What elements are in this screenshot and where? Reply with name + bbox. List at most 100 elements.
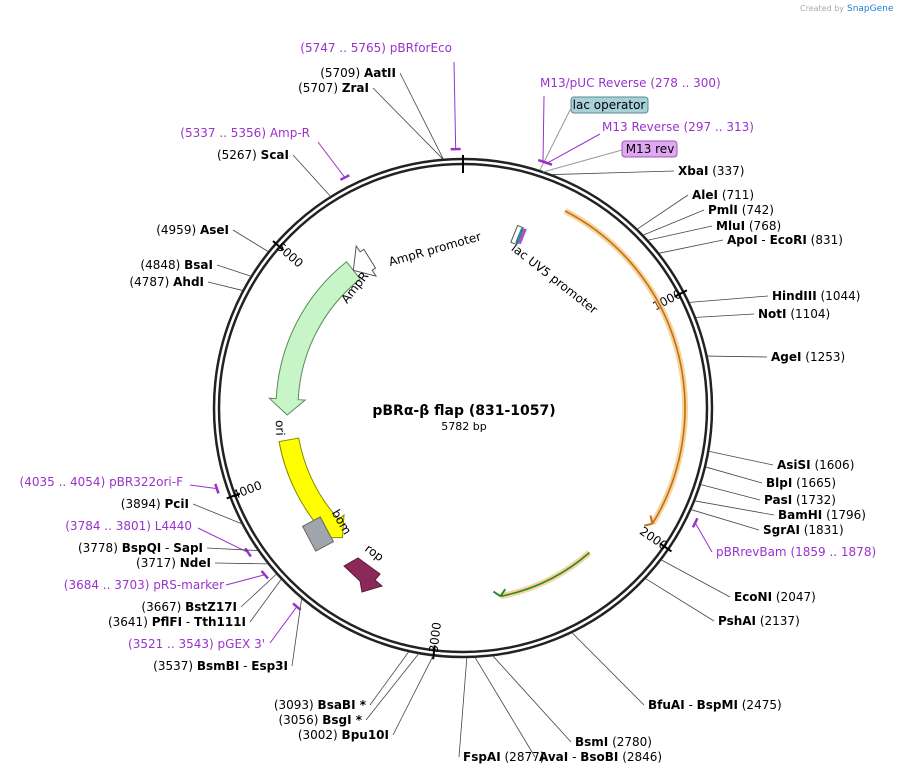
site-leader	[645, 578, 715, 622]
primer-label: (3684 .. 3703) pRS-marker	[64, 578, 224, 592]
tick-mark	[659, 542, 673, 553]
site-enzyme-name: AseI	[200, 223, 229, 237]
insert-arc-head	[643, 515, 654, 527]
primer-leader	[317, 141, 346, 178]
site-enzyme-name: BsaBI *	[318, 698, 367, 712]
site-enzyme-name: Tth111I	[194, 615, 246, 629]
tick-mark	[674, 289, 688, 298]
site-enzyme-name: BsoBI	[580, 750, 618, 764]
site-label: XbaI (337)	[678, 164, 745, 178]
site-position: (1665)	[792, 476, 836, 490]
site-position: -	[182, 615, 194, 629]
site-label: (5709) AatII	[320, 66, 396, 80]
site-enzyme-name: PshAI	[718, 614, 756, 628]
site-label: (3778) BspQI - SapI	[78, 541, 203, 555]
ori-arrow	[278, 437, 345, 539]
site-leader	[705, 466, 763, 484]
site-leader	[637, 194, 689, 230]
primer-leader	[197, 527, 249, 553]
primer-label: (5337 .. 5356) Amp-R	[180, 126, 310, 140]
site-position: (2047)	[772, 590, 816, 604]
primer-range: (297 .. 313)	[684, 120, 754, 134]
site-position: (1831)	[800, 523, 844, 537]
rop-label: rop	[362, 541, 386, 564]
site-position: -	[758, 233, 770, 247]
site-label: HindIII (1044)	[772, 289, 860, 303]
primer-range: (3521 .. 3543)	[128, 637, 218, 651]
site-label: (3717) NdeI	[136, 556, 211, 570]
site-enzyme-name: PmlI	[708, 203, 738, 217]
primer-range: (3784 .. 3801)	[65, 519, 155, 533]
site-enzyme-name: ScaI	[261, 148, 289, 162]
site-position: (2137)	[756, 614, 800, 628]
site-label: MluI (768)	[716, 219, 781, 233]
site-label: PshAI (2137)	[718, 614, 800, 628]
site-enzyme-name: NdeI	[180, 556, 211, 570]
site-label: ApoI - EcoRI (831)	[727, 233, 843, 247]
site-position: (3002)	[298, 728, 342, 742]
ampr-arrow	[267, 261, 361, 416]
site-position: (5709)	[320, 66, 364, 80]
site-position: (337)	[708, 164, 744, 178]
primer-leader	[453, 61, 457, 150]
site-position: (3537)	[153, 659, 197, 673]
ampr-promoter-label: AmpR promoter	[387, 229, 483, 269]
site-leader	[214, 562, 268, 565]
insert-arc	[564, 210, 686, 525]
site-position: (5707)	[298, 81, 342, 95]
site-position: (3667)	[141, 600, 185, 614]
plasmid-name: pBRα-β flap (831-1057)	[372, 403, 555, 419]
site-position: (711)	[718, 188, 754, 202]
site-position: (2846)	[618, 750, 662, 764]
site-enzyme-name: AsiSI	[777, 458, 811, 472]
primer-label: (3521 .. 3543) pGEX 3'	[128, 637, 265, 651]
site-enzyme-name: Bpu10I	[342, 728, 389, 742]
site-enzyme-name: HindIII	[772, 289, 817, 303]
site-enzyme-name: BsmI	[575, 735, 608, 749]
primer-leader	[542, 95, 545, 162]
site-position: (1253)	[801, 350, 845, 364]
site-enzyme-name: BsmBI	[197, 659, 239, 673]
primer-leader	[547, 133, 601, 164]
site-label: FspAI (2877)	[463, 750, 544, 764]
site-leader	[552, 170, 675, 175]
plasmid-size: 5782 bp	[441, 420, 486, 433]
site-enzyme-name: XbaI	[678, 164, 708, 178]
primer-leader	[269, 606, 298, 644]
site-leader	[369, 651, 409, 706]
primer-range: (5747 .. 5765)	[300, 41, 390, 55]
site-leader	[206, 547, 258, 551]
site-enzyme-name: NotI	[758, 307, 787, 321]
credit-prefix: Created by	[800, 4, 844, 13]
site-label: BlpI (1665)	[766, 476, 836, 490]
primer-label: M13/pUC Reverse (278 .. 300)	[540, 76, 721, 90]
site-enzyme-name: ZraI	[342, 81, 369, 95]
snapgene-credit: Created by SnapGene	[800, 4, 894, 14]
insert-arc-head	[492, 588, 507, 598]
site-leader	[700, 484, 761, 501]
site-enzyme-name: BspQI	[122, 541, 162, 555]
insert-arc-halo	[563, 208, 689, 526]
site-leader	[291, 598, 302, 667]
site-position: (2475)	[738, 698, 782, 712]
site-enzyme-name: EcoRI	[770, 233, 807, 247]
primer-name: pRS-marker	[153, 578, 224, 592]
site-label: EcoNI (2047)	[734, 590, 816, 604]
primer-name: L4440	[155, 519, 192, 533]
site-label: (3641) PflFI - Tth111I	[108, 615, 246, 629]
m13-rev-tag-label: M13 rev	[626, 142, 675, 156]
site-enzyme-name: AvaI	[539, 750, 568, 764]
site-position: (4848)	[140, 258, 184, 272]
site-enzyme-name: PciI	[165, 497, 190, 511]
site-position: -	[685, 698, 697, 712]
primer-leader	[225, 574, 265, 586]
primer-name: pGEX 3'	[218, 637, 265, 651]
site-enzyme-name: BsaI	[184, 258, 213, 272]
site-label: BamHI (1796)	[778, 508, 866, 522]
site-enzyme-name: PflFI	[152, 615, 182, 629]
site-position: -	[161, 541, 173, 555]
site-label: NotI (1104)	[758, 307, 830, 321]
site-leader	[695, 313, 755, 318]
tick-label: 5000	[274, 240, 306, 271]
